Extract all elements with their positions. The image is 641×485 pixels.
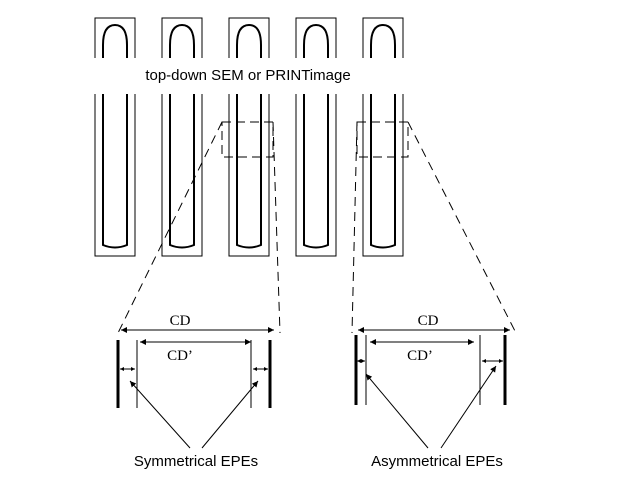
pointer-right-2 xyxy=(440,365,497,449)
detail-symmetrical: CD CD’ Symmetrical EPEs xyxy=(116,313,274,470)
pointer-left-2 xyxy=(201,380,259,449)
zoom-window-right xyxy=(356,121,409,158)
caption-asymmetrical: Asymmetrical EPEs xyxy=(371,453,503,470)
feature-2 xyxy=(161,17,203,257)
caption-symmetrical: Symmetrical EPEs xyxy=(134,453,258,470)
feature-4 xyxy=(295,17,337,257)
zoom-window-left xyxy=(221,121,274,158)
cd-prime-label-left: CD’ xyxy=(167,348,193,364)
title-band xyxy=(90,58,410,94)
zoom-projection-right xyxy=(351,121,517,334)
feature-1 xyxy=(94,17,136,257)
feature-5 xyxy=(362,17,404,257)
detail-asymmetrical: CD CD’ Asymmetrical EPEs xyxy=(354,313,510,470)
cd-label-left: CD xyxy=(170,313,191,329)
pointer-left-1 xyxy=(129,380,191,449)
feature-3 xyxy=(228,17,270,257)
diagram-title: top-down SEM or PRINTimage xyxy=(145,67,350,84)
cd-prime-label-right: CD’ xyxy=(407,348,433,364)
zoom-projection-left xyxy=(117,121,281,334)
cd-label-right: CD xyxy=(418,313,439,329)
pointer-right-1 xyxy=(365,373,429,449)
